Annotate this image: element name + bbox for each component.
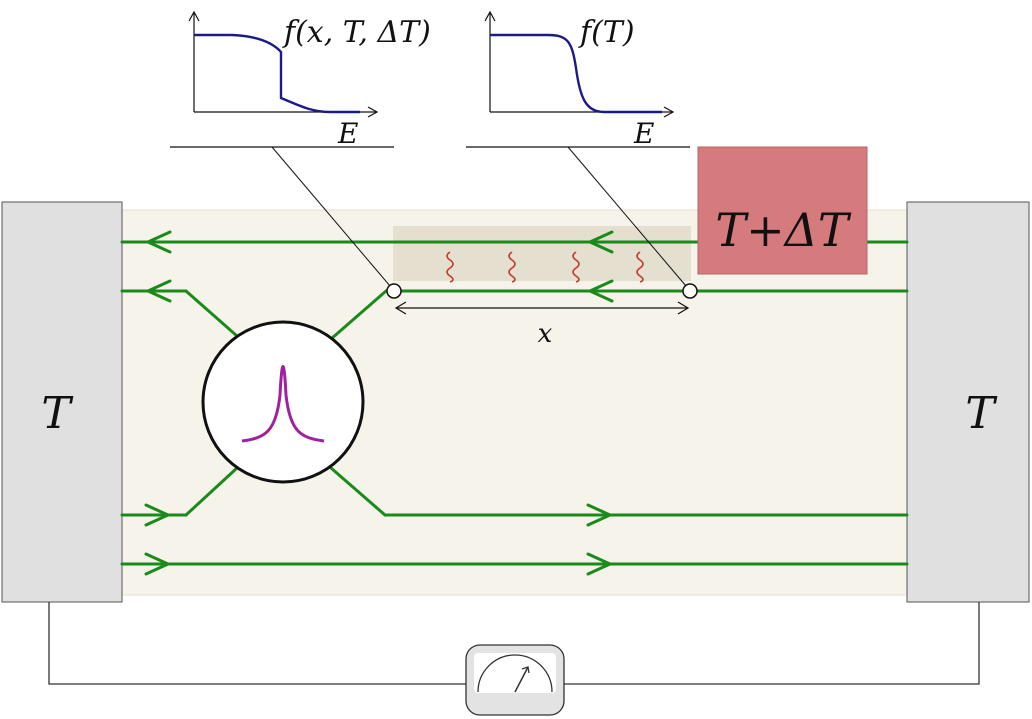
plot-left-xlabel: E [337, 117, 358, 150]
circuit-wire [48, 602, 466, 685]
heat-squiggles [446, 251, 644, 283]
arrow-second-left [146, 279, 172, 303]
arrow-top-left [146, 230, 172, 254]
distance-label: x [538, 319, 553, 349]
plot-right-curve [490, 33, 662, 114]
right-reservoir [906, 201, 1030, 603]
heated-region [393, 226, 691, 281]
plot-right-xlabel: E [633, 117, 654, 150]
distance-arrow [394, 301, 690, 315]
probe-point-left [386, 283, 402, 299]
arrow-third-mid [586, 503, 612, 527]
resonance-peak-icon [241, 365, 325, 443]
heat-squiggle-icon [572, 251, 580, 283]
ammeter-gauge-icon [465, 644, 565, 716]
plot-left-y-arrow [188, 10, 200, 22]
hot-block-label: T+ΔT [715, 203, 851, 257]
heat-squiggle-icon [636, 251, 644, 283]
pointer-line-right [567, 146, 687, 287]
arrow-top-mid [588, 230, 614, 254]
hot-block [697, 146, 868, 275]
arrow-bottom-mid [586, 552, 612, 576]
left-reservoir-label: T [41, 388, 74, 439]
plot-left: f(x, T, ΔT) E [188, 10, 431, 150]
arrow-bottom-left [144, 552, 170, 576]
edge-channel-second-out-diag [184, 289, 239, 338]
arrow-second-mid [588, 279, 614, 303]
heat-squiggle-icon [446, 251, 454, 283]
circuit-wire [564, 602, 980, 685]
edge-channel-third-in-diag [184, 466, 239, 517]
plot-left-x-arrow [367, 106, 379, 118]
edge-channel-third-out-diag [329, 466, 387, 517]
arrow-third-left [144, 503, 170, 527]
plot-left-curve [194, 33, 360, 114]
plot-right-y-arrow [484, 10, 496, 22]
heat-squiggle-icon [508, 251, 516, 283]
plot-right-title: f(T) [578, 15, 635, 50]
left-reservoir [1, 201, 123, 603]
probe-point-right [682, 283, 698, 299]
plot-right: f(T) E [484, 10, 675, 150]
edge-channel-second-in [329, 289, 388, 341]
scatterer [201, 320, 365, 484]
pointer-line-left [271, 146, 391, 287]
plot-left-title: f(x, T, ΔT) [282, 15, 431, 50]
right-reservoir-label: T [965, 388, 998, 439]
plot-right-x-arrow [663, 106, 675, 118]
